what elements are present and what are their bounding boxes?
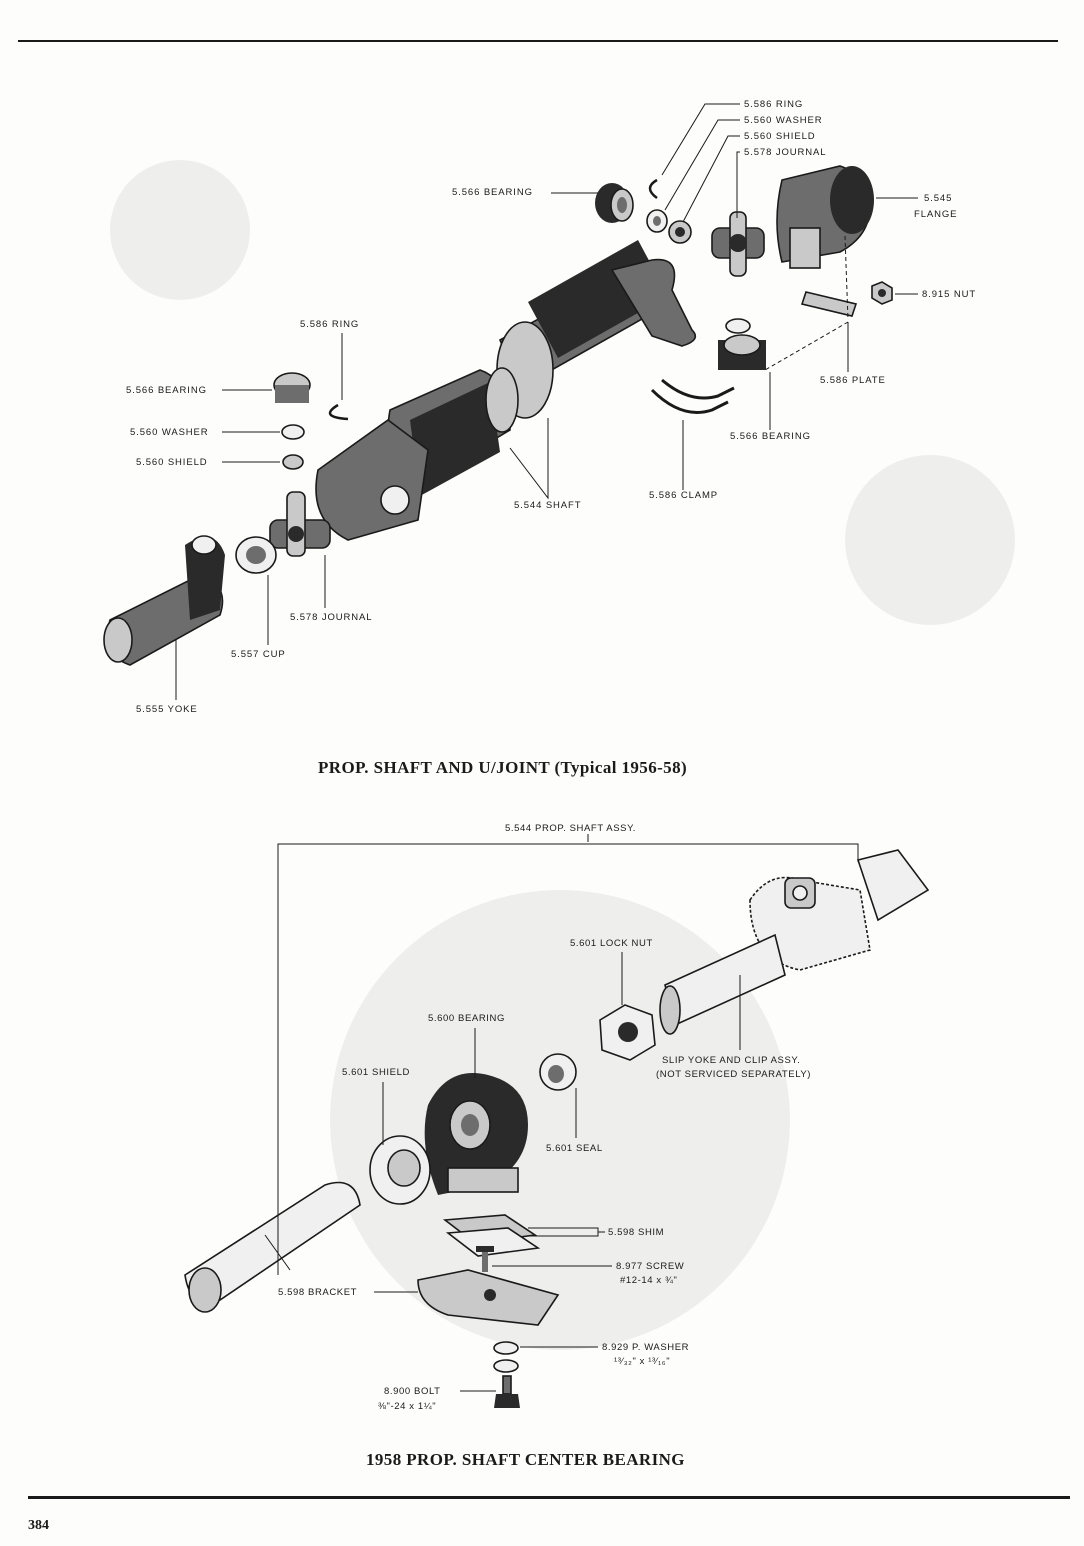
center-bearing-part xyxy=(424,1073,528,1195)
label-shield-left: 5.560 SHIELD xyxy=(136,457,208,468)
label-seal: 5.601 SEAL xyxy=(546,1143,603,1154)
front-tube-part xyxy=(315,367,519,541)
caption-center-bearing: 1958 PROP. SHAFT CENTER BEARING xyxy=(366,1450,685,1469)
label-journal-bottom: 5.578 JOURNAL xyxy=(290,612,373,623)
label-ring-top: 5.586 RING xyxy=(744,99,804,110)
label-shim: 5.598 SHIM xyxy=(608,1227,665,1238)
washer-part xyxy=(493,1341,519,1373)
yoke-part xyxy=(103,535,225,666)
label-center-bearing: 5.600 BEARING xyxy=(428,1013,505,1024)
front-shaft-part xyxy=(184,1181,361,1313)
journal-top-part xyxy=(711,211,765,277)
label-flange-number: 5.545 xyxy=(924,193,953,204)
label-washer-top: 5.560 WASHER xyxy=(744,115,823,126)
washer-mid-part xyxy=(725,318,751,334)
page-number: 384 xyxy=(28,1518,49,1533)
label-bolt: 8.900 BOLT xyxy=(384,1386,441,1397)
nut-part xyxy=(871,281,893,305)
flange-part xyxy=(776,165,874,269)
label-journal-top: 5.578 JOURNAL xyxy=(744,147,827,158)
label-prop-shaft-assy: 5.544 PROP. SHAFT ASSY. xyxy=(505,823,637,834)
label-bearing-left: 5.566 BEARING xyxy=(126,385,207,396)
label-bolt-size: ⅜"-24 x 1¼" xyxy=(378,1401,437,1412)
cup-part xyxy=(235,536,277,574)
seal-part xyxy=(539,1053,577,1091)
journal-bottom-part xyxy=(269,491,331,557)
ring-top-part xyxy=(648,178,658,200)
bearing-left-part xyxy=(273,372,311,403)
screw-part xyxy=(476,1246,494,1272)
rear-tube-part xyxy=(496,240,697,419)
lock-nut-part xyxy=(599,1004,656,1061)
bolt-part xyxy=(494,1375,520,1408)
label-yoke: 5.555 YOKE xyxy=(136,704,198,715)
shield-part xyxy=(369,1135,431,1205)
label-bracket: 5.598 BRACKET xyxy=(278,1287,358,1298)
slip-yoke-part xyxy=(659,933,786,1035)
label-cup: 5.557 CUP xyxy=(231,649,286,660)
label-slip-yoke-line1: SLIP YOKE AND CLIP ASSY. xyxy=(662,1055,801,1066)
label-screw: 8.977 SCREW xyxy=(616,1261,685,1272)
clamp-part xyxy=(650,378,735,414)
label-shield-top: 5.560 SHIELD xyxy=(744,131,816,142)
plate-part xyxy=(800,291,858,317)
label-nut: 8.915 NUT xyxy=(922,289,977,300)
label-lock-nut: 5.601 LOCK NUT xyxy=(570,938,653,949)
label-slip-yoke-line2: (NOT SERVICED SEPARATELY) xyxy=(656,1069,812,1080)
bracket-part xyxy=(417,1269,560,1326)
bearing-right-part xyxy=(718,334,766,370)
label-screw-size: #12-14 x ¾" xyxy=(620,1275,678,1286)
caption-prop-shaft-u-joint: PROP. SHAFT AND U/JOINT (Typical 1956-58… xyxy=(318,758,688,777)
ring-left-part xyxy=(328,403,349,421)
label-bearing-top: 5.566 BEARING xyxy=(452,187,533,198)
shim-part xyxy=(442,1214,541,1257)
label-washer-left: 5.560 WASHER xyxy=(130,427,209,438)
bearing-top-part xyxy=(595,183,634,223)
shield-left-part xyxy=(282,454,304,470)
label-ring-left: 5.586 RING xyxy=(300,319,360,330)
shield-top-part xyxy=(668,220,692,244)
bottom-rule xyxy=(28,1496,1070,1499)
top-rule xyxy=(18,40,1058,42)
washer-left-part xyxy=(281,424,305,440)
label-p-washer: 8.929 P. WASHER xyxy=(602,1342,690,1353)
label-bearing-right: 5.566 BEARING xyxy=(730,431,811,442)
prop-shaft-assy-part xyxy=(749,849,930,971)
label-flange-word: FLANGE xyxy=(914,209,958,220)
label-plate: 5.586 PLATE xyxy=(820,375,886,386)
label-shield: 5.601 SHIELD xyxy=(342,1067,410,1078)
label-shaft: 5.544 SHAFT xyxy=(514,500,582,511)
washer-top-part xyxy=(646,209,668,233)
label-clamp: 5.586 CLAMP xyxy=(649,490,719,501)
label-p-washer-size: ¹³⁄₃₂" x ¹³⁄₁₆" xyxy=(614,1356,671,1367)
